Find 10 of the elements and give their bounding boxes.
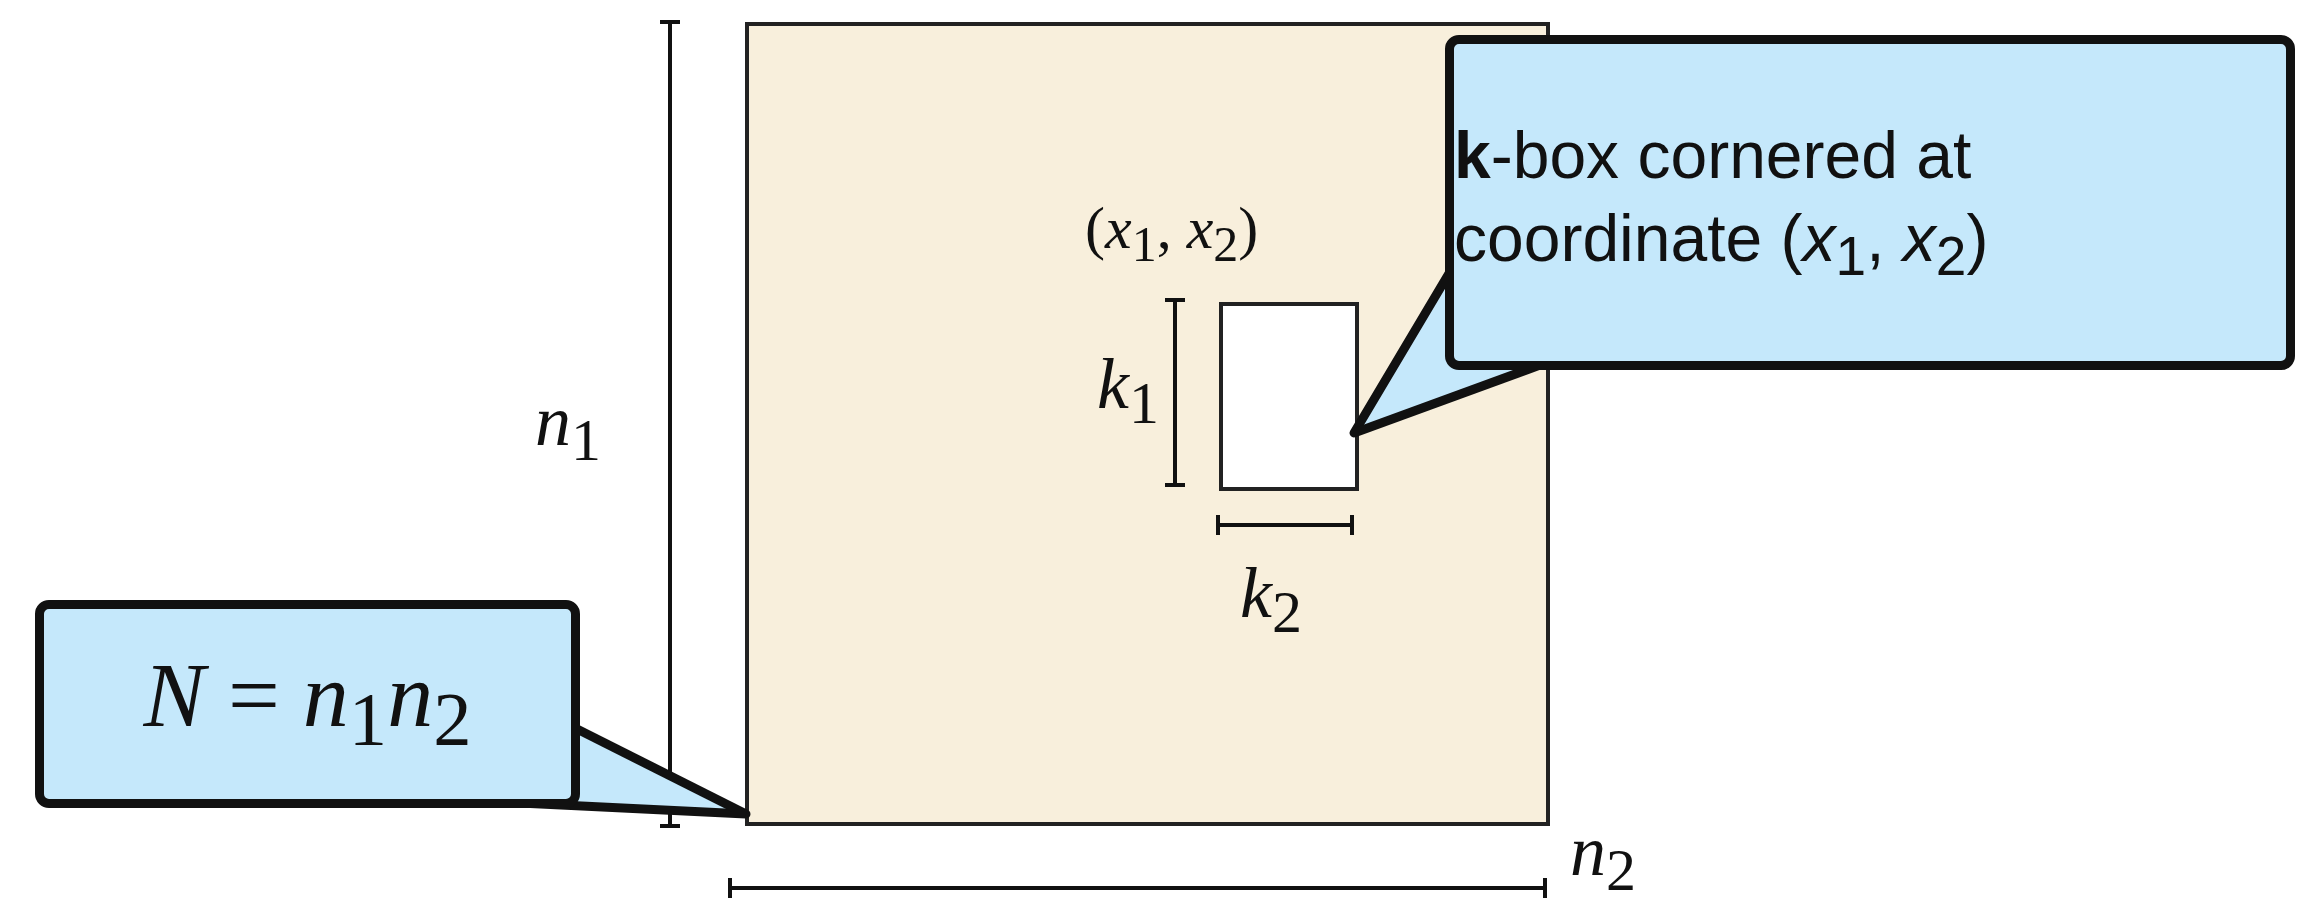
dimension-label: n$_{2}$: [1570, 815, 1636, 901]
speech-bubble: [1445, 35, 2295, 370]
formula-text: N = n$_{1}$n$_{2}$: [143, 648, 472, 760]
coordinate-label: (x$_{1}$, x$_{2}$): [1085, 198, 1259, 269]
callout-text: k-box cornered at coordinate (x$_{1}$, x$_{2}$): [1454, 117, 1990, 289]
dimension-label: n$_{1}$: [535, 385, 601, 471]
dimension-label: k$_{1}$: [1097, 348, 1159, 434]
dimension-label: k$_{2}$: [1240, 557, 1302, 643]
speech-bubble: [35, 600, 580, 808]
inner-rectangle: [1219, 302, 1359, 491]
